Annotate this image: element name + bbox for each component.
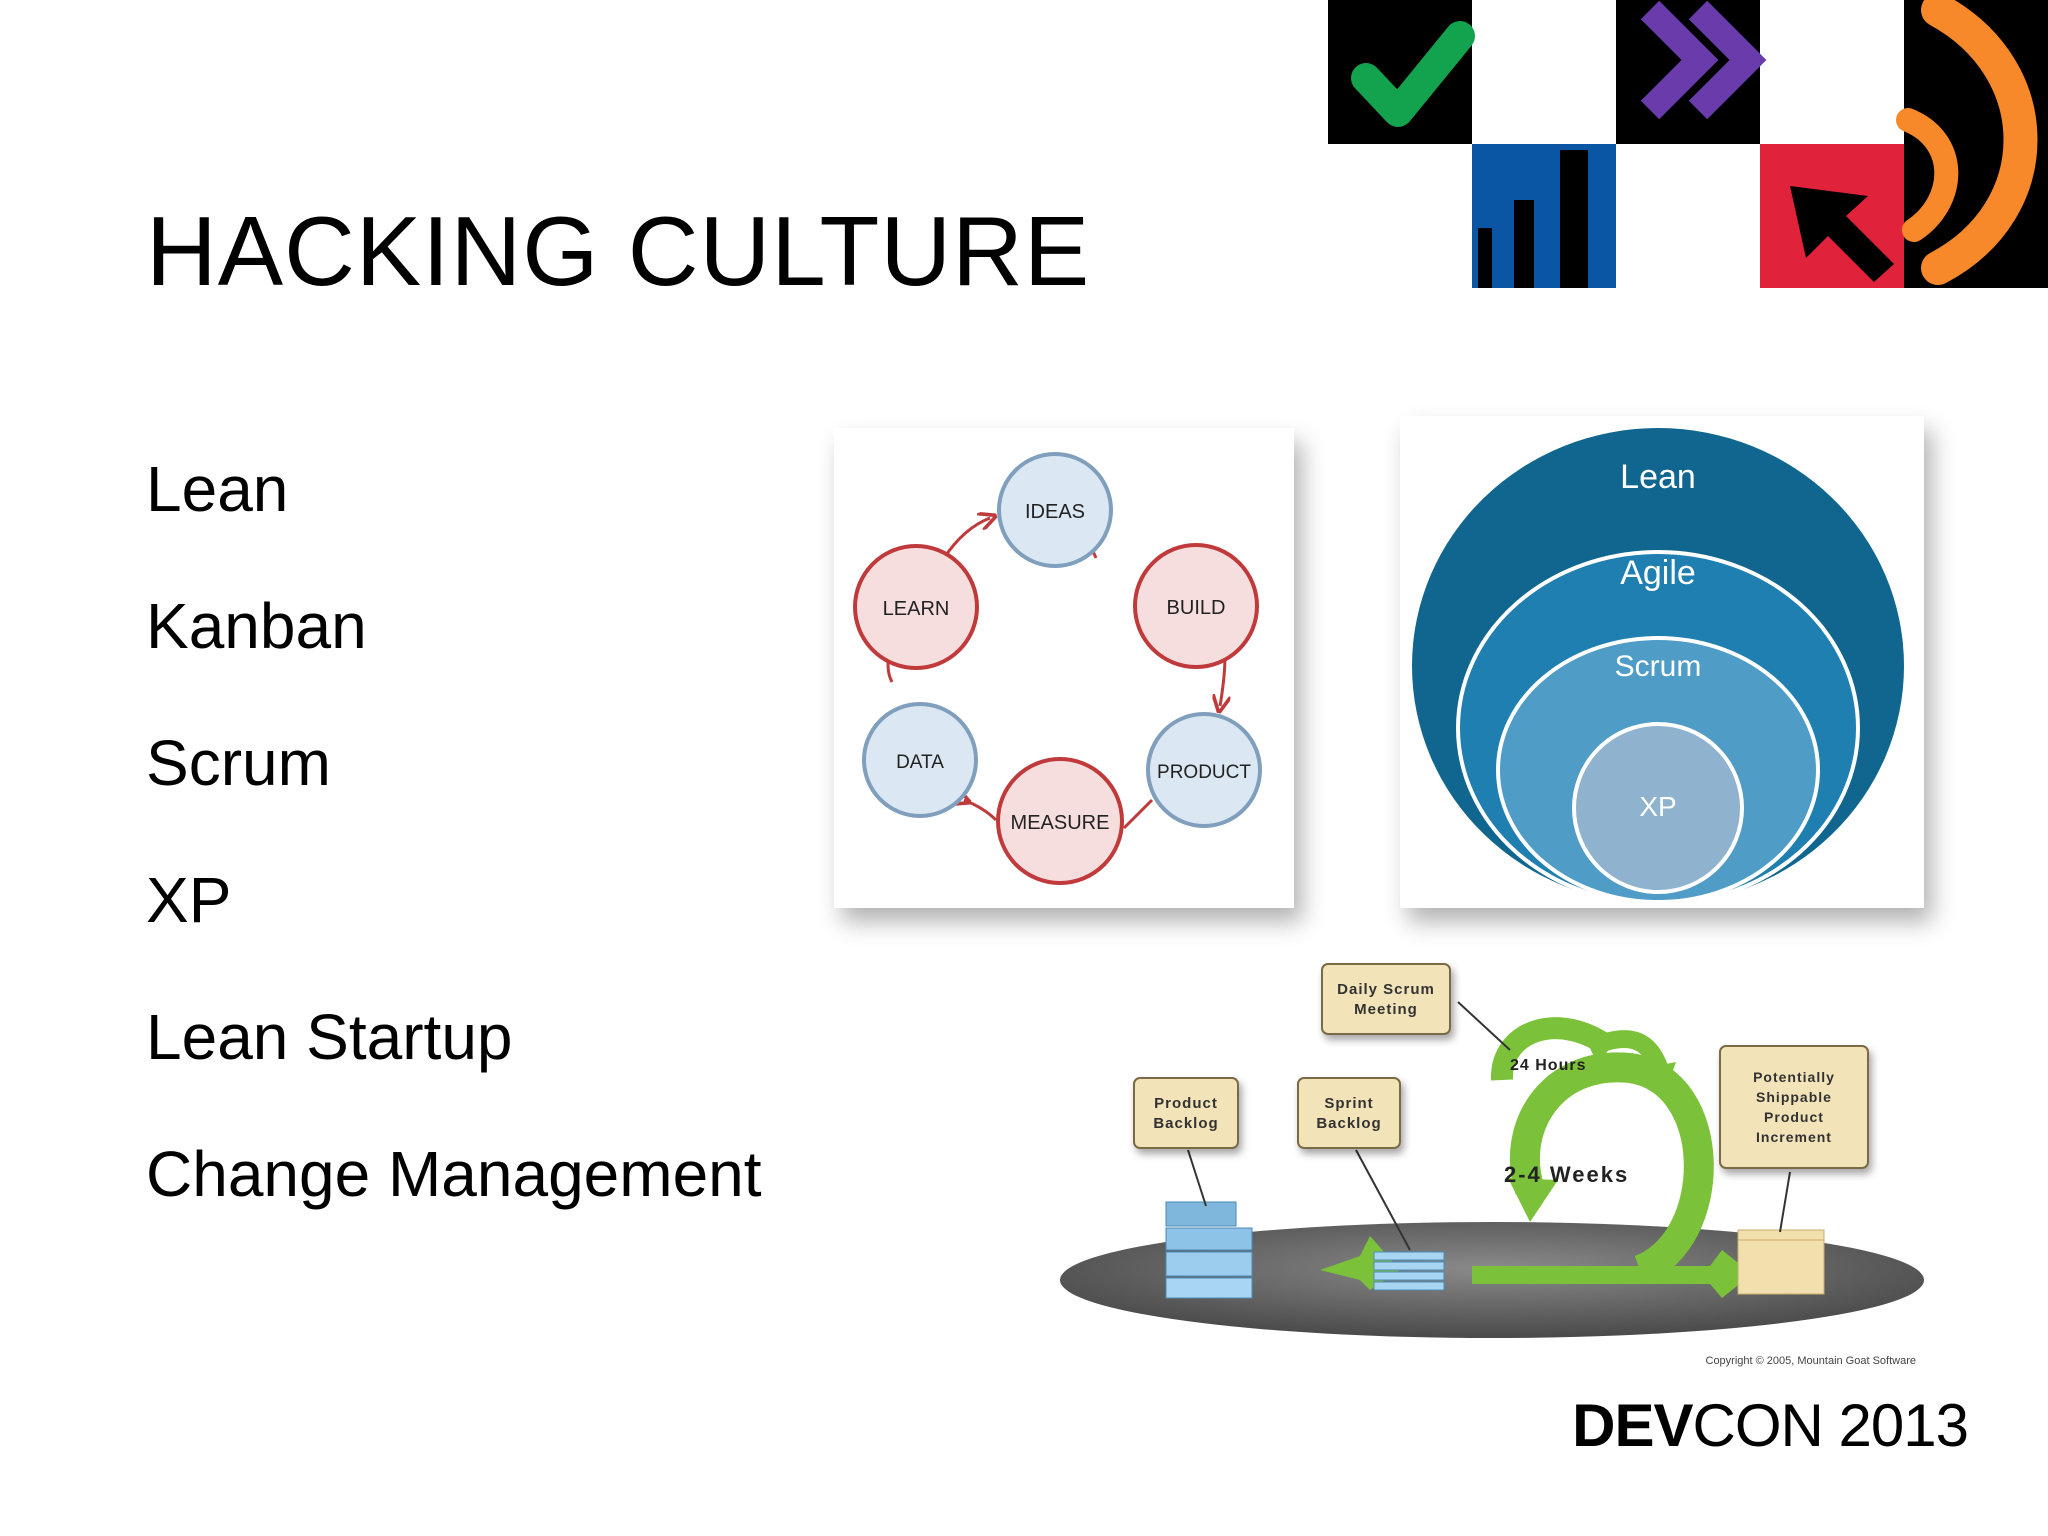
cycle-node-build: BUILD	[1133, 543, 1259, 669]
hours-label: 24 Hours	[1510, 1057, 1586, 1074]
sprint-backlog-box: Sprint Backlog	[1297, 1077, 1401, 1149]
svg-text:Potentially: Potentially	[1753, 1069, 1835, 1085]
label-agile: Agile	[1620, 554, 1696, 592]
cycle-node-ideas: IDEAS	[997, 452, 1113, 568]
topic-item: Change Management	[146, 1138, 762, 1210]
copyright-text: Copyright © 2005, Mountain Goat Software	[1706, 1355, 1917, 1367]
brand-tiles-graphic	[1328, 0, 2048, 288]
cycle-node-learn: LEARN	[853, 544, 979, 670]
svg-text:MEASURE: MEASURE	[1011, 812, 1110, 834]
product-backlog-stack	[1165, 1201, 1253, 1299]
cycle-node-data: DATA	[862, 702, 978, 818]
increment-label-box: Potentially Shippable Product Increment	[1719, 1045, 1869, 1169]
svg-text:Sprint: Sprint	[1324, 1095, 1373, 1112]
cycle-node-product: PRODUCT	[1146, 712, 1262, 828]
brand-rest: CON 2013	[1692, 1392, 1969, 1459]
svg-text:IDEAS: IDEAS	[1025, 501, 1085, 523]
cycle-node-measure: MEASURE	[996, 757, 1124, 885]
topic-item: Lean	[146, 453, 289, 525]
devcon-logo: DEVCON 2013	[1572, 1391, 1969, 1460]
svg-text:DATA: DATA	[896, 752, 944, 773]
cursor-icon	[1790, 186, 1894, 282]
topic-item: Kanban	[146, 590, 367, 662]
chevrons-icon	[1640, 0, 1767, 120]
label-scrum: Scrum	[1615, 650, 1702, 683]
circle-xp	[1572, 722, 1744, 894]
svg-text:Shippable: Shippable	[1756, 1089, 1832, 1105]
weeks-label: 2-4 Weeks	[1504, 1162, 1629, 1187]
svg-text:Backlog: Backlog	[1153, 1115, 1218, 1132]
svg-text:Daily Scrum: Daily Scrum	[1337, 981, 1435, 998]
svg-text:Increment: Increment	[1756, 1129, 1832, 1145]
daily-scrum-box: Daily Scrum Meeting	[1321, 963, 1451, 1035]
svg-text:Meeting: Meeting	[1354, 1001, 1418, 1018]
topic-list: Lean Kanban Scrum XP Lean Startup Change…	[146, 446, 762, 1268]
scrum-process-diagram: Daily Scrum Meeting Product Backlog Spri…	[1060, 963, 1924, 1367]
topic-item: Lean Startup	[146, 1001, 513, 1073]
sprint-backlog-stack	[1373, 1251, 1445, 1291]
signal-icon	[1921, 0, 2038, 285]
lean-startup-cycle-diagram: IDEAS BUILD PRODUCT MEASURE DATA LEARN	[853, 452, 1262, 885]
brand-bold: DEV	[1572, 1392, 1693, 1459]
daily-loop-arrow	[1491, 1017, 1617, 1081]
label-xp: XP	[1639, 791, 1676, 822]
svg-text:LEARN: LEARN	[883, 598, 950, 620]
green-arrow-icon	[1472, 1250, 1752, 1298]
svg-text:Product: Product	[1764, 1109, 1824, 1125]
methodology-nesting-card: Lean Agile Scrum XP	[1400, 416, 1924, 908]
svg-text:Backlog: Backlog	[1316, 1115, 1381, 1132]
svg-text:Product: Product	[1154, 1095, 1218, 1112]
topic-item: XP	[146, 864, 232, 936]
lean-startup-cycle-card: IDEAS BUILD PRODUCT MEASURE DATA LEARN	[834, 428, 1294, 908]
svg-text:BUILD: BUILD	[1167, 597, 1226, 619]
check-icon	[1351, 21, 1475, 127]
nested-circles-diagram: Lean Agile Scrum XP	[1412, 428, 1904, 906]
topic-item: Scrum	[146, 727, 331, 799]
svg-text:PRODUCT: PRODUCT	[1157, 762, 1251, 783]
sprint-loop-arrow	[1510, 1052, 1714, 1285]
slide-title: HACKING CULTURE	[146, 196, 1091, 306]
label-lean: Lean	[1620, 458, 1696, 496]
product-backlog-box: Product Backlog	[1133, 1077, 1239, 1149]
increment-box-icon	[1737, 1229, 1825, 1295]
